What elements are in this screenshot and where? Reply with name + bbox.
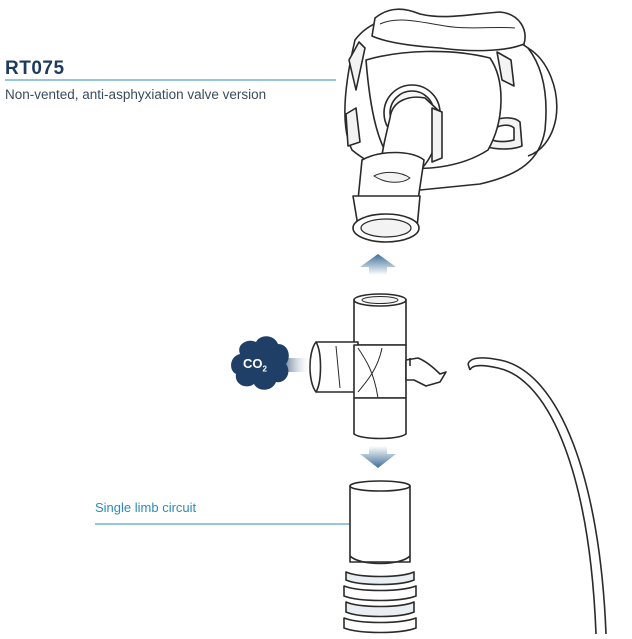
single-limb-circuit — [343, 480, 417, 634]
full-face-mask — [344, 8, 558, 243]
circuit-leader-line — [95, 522, 361, 526]
flow-arrow-down — [360, 446, 396, 468]
model-description: Non-vented, anti-asphyxiation valve vers… — [5, 87, 267, 102]
model-code: RT075 — [5, 58, 65, 79]
t-piece-connector — [309, 293, 447, 440]
co2-cloud — [231, 336, 312, 390]
flow-arrow-up — [360, 254, 396, 275]
supply-tube — [467, 357, 607, 635]
co2-label: CO2 — [243, 356, 267, 374]
co2-label-subscript: 2 — [262, 364, 267, 374]
co2-label-main: CO — [243, 356, 263, 371]
circuit-label: Single limb circuit — [95, 500, 197, 515]
